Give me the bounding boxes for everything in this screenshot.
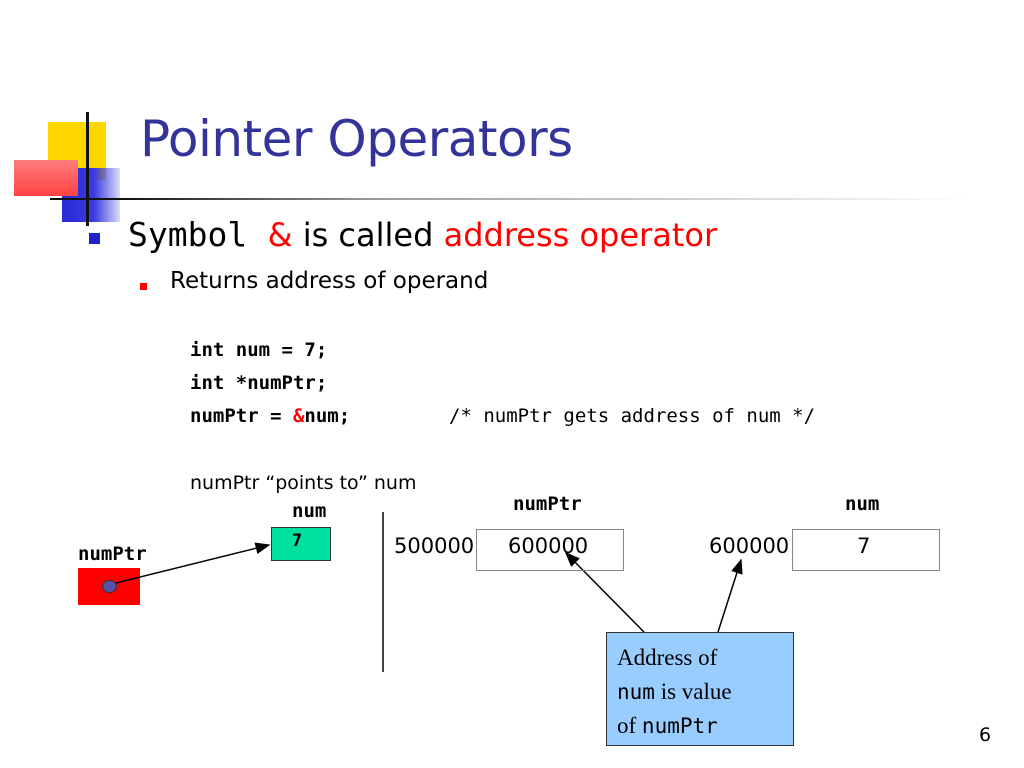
num-label: num (292, 500, 327, 522)
note-arrow-to-num (717, 558, 743, 633)
code-ampersand: & (292, 405, 305, 427)
memory-num-header: num (845, 493, 880, 515)
sub-bullet-text: Returns address of operand (170, 268, 489, 294)
note-arrow-to-numptr (564, 551, 645, 633)
explanation-note: Address of num is value of numPtr (606, 632, 794, 746)
bullet-marker-square-icon (89, 233, 100, 244)
num-memory-value: 7 (857, 534, 871, 558)
note-num-code: num (617, 680, 655, 704)
numptr-memory-value: 600000 (508, 534, 589, 558)
num-variable-box (271, 527, 331, 561)
note-line-1: Address of (617, 645, 718, 670)
bullet-mid-text: is called (292, 216, 444, 254)
pointer-arrow (107, 542, 271, 586)
pointer-origin-dot (102, 580, 117, 593)
points-to-caption: numPtr “points to” num (190, 472, 417, 494)
note-line-2: num is value (617, 675, 783, 709)
decor-vertical-line (86, 112, 89, 226)
num-variable-value: 7 (291, 531, 303, 551)
slide-title: Pointer Operators (140, 110, 573, 168)
note-line-3-pre: of (617, 713, 642, 738)
code-line-1: int num = 7; (190, 339, 328, 361)
sub-bullet-marker-icon (140, 283, 147, 290)
num-address: 600000 (709, 534, 790, 558)
code-line-2: int *numPtr; (190, 372, 328, 394)
code-comment: /* numPtr gets address of num */ (449, 405, 816, 427)
numptr-label: numPtr (78, 543, 147, 565)
code-line-3-pre: numPtr = (190, 405, 293, 427)
note-line-2-rest: is value (654, 679, 732, 704)
bullet-address-operator: Symbol & is called address operator (128, 215, 717, 254)
numptr-memory-cell (476, 529, 624, 571)
ampersand-symbol: & (267, 216, 293, 254)
note-numptr-code: numPtr (641, 714, 718, 738)
symbol-code: Symbol (128, 215, 248, 254)
code-line-3: numPtr = &num; (190, 405, 350, 427)
memory-numptr-header: numPtr (513, 493, 582, 515)
code-line-3-post: num; (304, 405, 351, 427)
numptr-address: 500000 (394, 534, 475, 558)
page-number: 6 (979, 724, 992, 746)
num-memory-cell (792, 529, 940, 571)
diagram-divider (382, 512, 384, 672)
address-operator-term: address operator (443, 216, 718, 254)
decor-red-square (14, 160, 78, 196)
note-line-3: of numPtr (617, 709, 783, 743)
title-underline (50, 198, 970, 200)
